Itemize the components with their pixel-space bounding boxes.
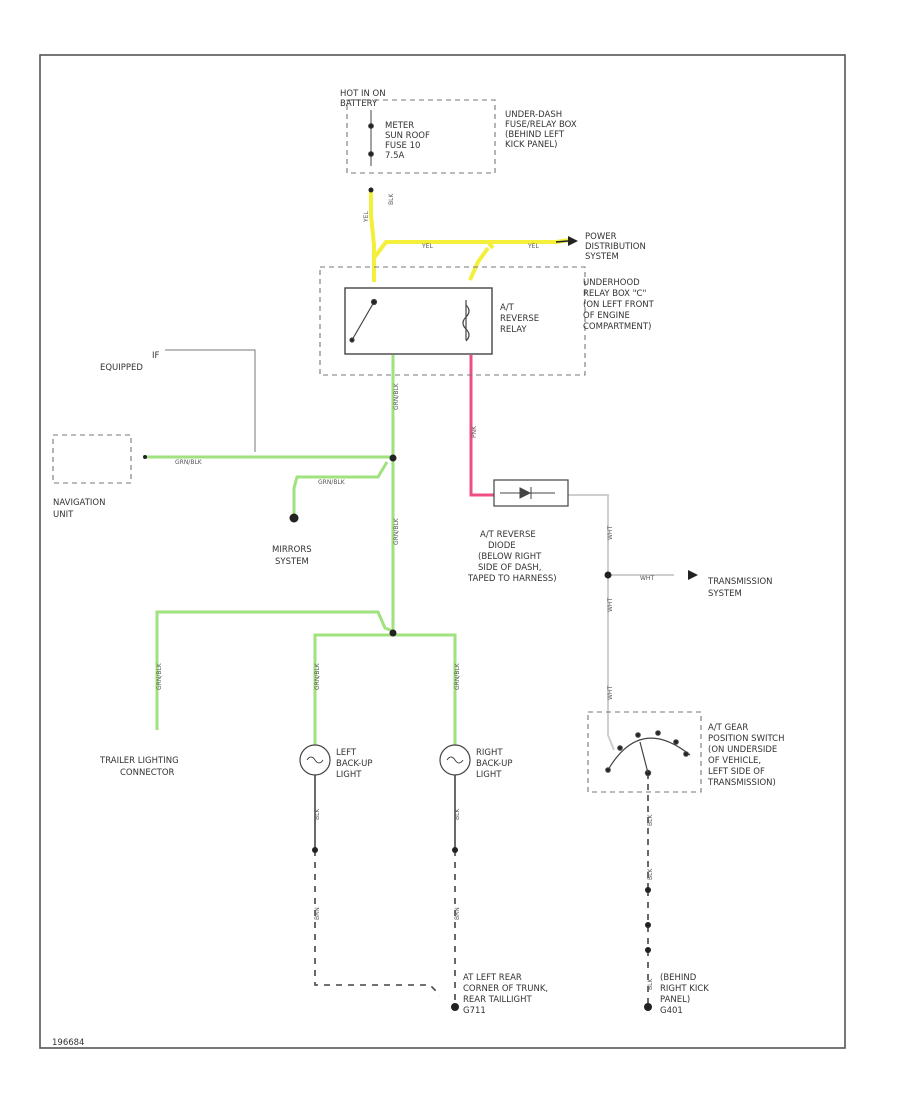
wire-label-yel-2: YEL [421,243,433,250]
label-relay-box: UNDERHOOD RELAY BOX "C" (ON LEFT FRONT O… [583,278,657,332]
wire-label-grn-2: GRN/BLK [175,459,203,466]
fuse [368,110,374,166]
reverse-relay [344,287,493,355]
wire-green [145,355,457,745]
underhood-relay-box [319,266,586,376]
transmission-arrow [688,570,698,580]
label-left-light: LEFT BACK-UP LIGHT [336,748,375,780]
wire-label-blk-2: BLK [314,808,321,820]
equipped-line [165,349,256,452]
label-trailer: TRAILER LIGHTING CONNECTOR [99,756,181,778]
label-power-dist: POWER DISTRIBUTION SYSTEM [585,232,649,262]
diode-symbol [500,487,555,499]
diagram-frame [39,54,846,1049]
wire-label-grn-6: GRN/BLK [314,662,321,690]
wire-label-blk-6: BLK [647,978,654,990]
wire-label-wht-4: WHT [607,686,614,700]
power-dist-arrow-line [555,240,569,243]
wire-label-brn-2: BRN [454,907,461,920]
label-relay: A/T REVERSE RELAY [500,303,542,335]
wire-label-wht-1: WHT [607,526,614,540]
wire-label-blk-1: BLK [388,193,395,205]
wire-label-yel-3: YEL [527,243,539,250]
label-gear-switch: A/T GEAR POSITION SWITCH (ON UNDERSIDE O… [707,723,787,788]
wire-label-grn-7: GRN/BLK [454,662,461,690]
wire-brn [314,850,441,996]
left-backup-light [299,744,331,776]
label-fuse-panel: UNDER-DASH FUSE/RELAY BOX (BEHIND LEFT K… [505,110,579,150]
gear-switch-contacts [605,730,691,777]
wire-label-brn-1: BRN [314,907,321,920]
wire-label-grn-1: GRN/BLK [393,382,400,410]
wire-label-blk-3: BLK [454,808,461,820]
wire-yellow [369,190,571,282]
wire-white [568,494,674,751]
label-right-light: RIGHT BACK-UP LIGHT [476,748,515,780]
right-backup-light [439,744,471,776]
label-mirrors: MIRRORS SYSTEM [272,545,314,567]
reverse-diode [493,479,569,507]
wire-black [314,773,649,890]
splice-points [143,187,652,1011]
figure-id: 196684 [52,1038,84,1048]
wire-pink [469,355,494,497]
label-ground-kick: (BEHIND RIGHT KICK PANEL) G401 [660,973,712,1016]
fuse-relay-box [346,99,496,174]
label-hot: HOT IN ON BATTERY [340,89,388,109]
wire-label-grn-4: GRN/BLK [393,517,400,545]
wire-label-wht-2: WHT [640,575,654,582]
navigation-unit [52,434,132,484]
wire-labels: YEL BLK YEL YEL GRN/BLK GRN/BLK GRN/BLK … [156,193,654,990]
wire-label-pnk: PNK [471,425,478,438]
label-transmission: TRANSMISSION SYSTEM [707,577,775,599]
wire-label-grn-3: GRN/BLK [318,479,346,486]
wire-label-blk-5: BLK [647,868,654,880]
wire-label-yel-1: YEL [363,211,370,223]
gear-position-switch [587,711,702,793]
label-equipped: IF EQUIPPED [100,351,162,373]
label-diode: A/T REVERSE DIODE (BELOW RIGHT SIDE OF D… [467,530,557,584]
label-fuse: METER SUN ROOF FUSE 10 7.5A [385,121,433,161]
label-nav-unit: NAVIGATION UNIT [53,498,108,520]
wire-label-wht-3: WHT [607,598,614,612]
wire-label-blk-4: BLK [647,814,654,826]
relay-switch [349,298,470,343]
wire-label-grn-5: GRN/BLK [156,662,163,690]
label-ground-trunk: AT LEFT REAR CORNER OF TRUNK, REAR TAILL… [463,973,551,1016]
power-dist-arrow [568,236,578,246]
